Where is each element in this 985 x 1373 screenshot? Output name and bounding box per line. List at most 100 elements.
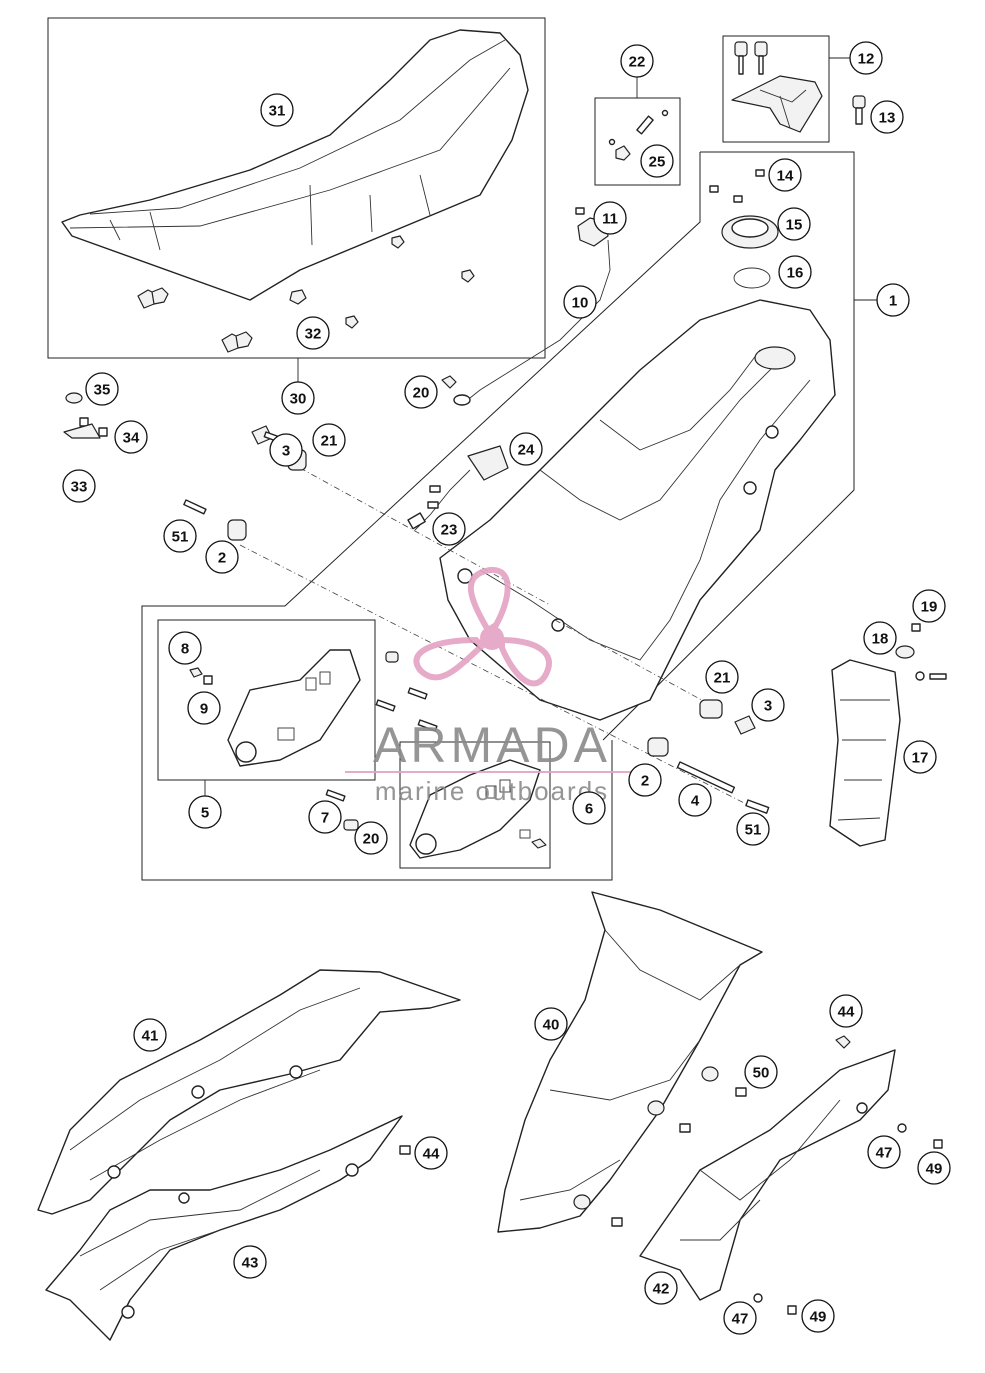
- callout-label: 10: [572, 295, 589, 312]
- bracket-small-parts: [63, 392, 108, 439]
- callout-label: 35: [94, 382, 111, 399]
- callout-circle: [678, 783, 712, 817]
- callout-circle: [260, 93, 294, 127]
- callout-label: 51: [745, 822, 762, 839]
- callout-circle: [768, 158, 802, 192]
- callout-24: 24: [509, 432, 543, 466]
- callout-21: 21: [705, 660, 739, 694]
- callout-circle: [312, 423, 346, 457]
- callout-label: 9: [200, 701, 208, 718]
- callout-circle: [620, 44, 654, 78]
- fuel-cap-lock-group: [722, 35, 850, 143]
- callout-47: 47: [867, 1135, 901, 1169]
- callout-circle: [572, 791, 606, 825]
- callout-circle: [269, 433, 303, 467]
- callout-circle: [644, 1271, 678, 1305]
- callout-label: 44: [423, 1146, 440, 1163]
- fuel-pump-flange: [721, 215, 779, 249]
- callout-circle: [354, 821, 388, 855]
- callout-label: 12: [858, 51, 875, 68]
- callout-35: 35: [85, 372, 119, 406]
- callout-label: 4: [691, 793, 700, 810]
- callout-label: 17: [912, 750, 929, 767]
- callout-label: 13: [879, 110, 896, 127]
- callout-label: 47: [876, 1145, 893, 1162]
- callout-14: 14: [768, 158, 802, 192]
- callout-circle: [870, 100, 904, 134]
- radiator-guard-group: [829, 623, 947, 847]
- callout-label: 15: [786, 217, 803, 234]
- seat-bumper-screws: [137, 235, 475, 353]
- callout-label: 40: [543, 1017, 560, 1034]
- callout-44: 44: [414, 1136, 448, 1170]
- callout-9: 9: [187, 691, 221, 725]
- callout-label: 7: [321, 810, 329, 827]
- callout-21: 21: [312, 423, 346, 457]
- callout-33: 33: [62, 469, 96, 503]
- callout-circle: [593, 201, 627, 235]
- callout-25: 25: [640, 144, 674, 178]
- callout-label: 5: [201, 805, 209, 822]
- callout-8: 8: [168, 631, 202, 665]
- callout-circle: [849, 41, 883, 75]
- callout-label: 2: [218, 550, 226, 567]
- callout-2: 2: [205, 540, 239, 574]
- callout-50: 50: [744, 1055, 778, 1089]
- callout-label: 44: [838, 1004, 855, 1021]
- callout-label: 1: [889, 293, 897, 310]
- callout-label: 47: [732, 1311, 749, 1328]
- callout-1: 1: [876, 283, 910, 317]
- callout-43: 43: [233, 1245, 267, 1279]
- callout-15: 15: [777, 207, 811, 241]
- callout-49: 49: [917, 1151, 951, 1185]
- callout-42: 42: [644, 1271, 678, 1305]
- seat-group: [47, 17, 546, 385]
- callout-label: 20: [363, 831, 380, 848]
- callout-circle: [133, 1018, 167, 1052]
- side-panel-42: [639, 1035, 943, 1315]
- callout-23: 23: [432, 512, 466, 546]
- callout-label: 31: [269, 103, 286, 120]
- tank-small-screws: [709, 169, 765, 203]
- callout-label: 19: [921, 599, 938, 616]
- bracket-5-group: [157, 619, 376, 800]
- callout-2: 2: [628, 763, 662, 797]
- callout-circle: [829, 994, 863, 1028]
- callout-circle: [281, 381, 315, 415]
- callout-label: 16: [787, 265, 804, 282]
- callout-3: 3: [269, 433, 303, 467]
- callout-51: 51: [736, 812, 770, 846]
- callout-label: 33: [71, 479, 88, 496]
- callout-circle: [723, 1301, 757, 1335]
- callout-label: 11: [602, 211, 618, 228]
- callout-19: 19: [912, 589, 946, 623]
- lock-cylinder: [852, 95, 866, 125]
- callout-label: 21: [714, 670, 731, 687]
- callout-22: 22: [620, 44, 654, 78]
- o-ring: [733, 267, 771, 289]
- watermark-subtitle: marine outboards: [375, 776, 609, 806]
- side-panel-40: [497, 891, 763, 1233]
- callout-label: 49: [810, 1309, 827, 1326]
- callout-label: 32: [305, 326, 322, 343]
- callout-47: 47: [723, 1301, 757, 1335]
- callout-circle: [163, 519, 197, 553]
- fuel-cap-cover: [731, 75, 823, 133]
- callout-circle: [867, 1135, 901, 1169]
- callout-circle: [778, 255, 812, 289]
- callout-circle: [205, 540, 239, 574]
- callout-circle: [640, 144, 674, 178]
- callout-51: 51: [163, 519, 197, 553]
- callout-circle: [705, 660, 739, 694]
- callout-label: 3: [764, 698, 772, 715]
- callout-label: 21: [321, 433, 338, 450]
- callout-44: 44: [829, 994, 863, 1028]
- callout-3: 3: [751, 688, 785, 722]
- callout-49: 49: [801, 1299, 835, 1333]
- callout-circle: [744, 1055, 778, 1089]
- callout-6: 6: [572, 791, 606, 825]
- callout-20: 20: [354, 821, 388, 855]
- callout-label: 8: [181, 641, 189, 658]
